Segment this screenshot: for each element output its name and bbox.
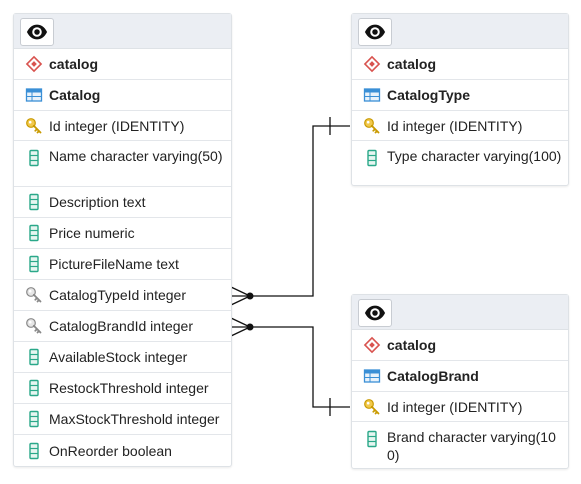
column-icon [25,410,43,428]
column-label: Type character varying(100) [387,148,562,164]
relation-catalogtype-crowfoot-b [230,295,251,306]
column-icon [25,379,43,397]
column-row[interactable]: Id integer (IDENTITY) [352,111,568,141]
table-header [352,14,568,49]
table-header [352,295,568,330]
relation-catalogtype-line [250,125,350,297]
table-name: Catalog [49,87,101,103]
relation-catalogbrand-line [250,326,350,408]
column-label: CatalogTypeId integer [49,287,186,303]
eye-icon [364,21,386,43]
column-row[interactable]: CatalogBrandId integer [14,311,231,342]
column-label: Id integer (IDENTITY) [49,117,185,134]
table-catalogtype[interactable]: catalog CatalogType Id integer (IDENTITY… [351,13,569,186]
column-row[interactable]: Id integer (IDENTITY) [14,111,231,141]
column-row[interactable]: Name character varying(50) [14,141,231,187]
table-name: CatalogType [387,87,470,103]
eye-toggle-button[interactable] [358,299,392,327]
table-name-row: Catalog [14,80,231,111]
schema-icon [363,336,381,354]
relation-catalogtype-crowfoot-a [230,286,251,297]
table-icon [25,86,43,104]
eye-toggle-button[interactable] [358,18,392,46]
column-row[interactable]: Brand character varying(10 0) [352,422,568,468]
table-name: CatalogBrand [387,368,479,384]
schema-name: catalog [49,56,99,72]
relation-catalogtype-dot [246,292,254,300]
column-icon [25,255,43,273]
primary-key-icon [363,398,381,416]
column-row[interactable]: MaxStockThreshold integer [14,404,231,435]
eye-toggle-button[interactable] [20,18,54,46]
column-label: AvailableStock integer [49,349,188,365]
column-label: OnReorder boolean [49,442,172,459]
primary-key-icon [25,117,43,135]
schema-icon [363,55,381,73]
relation-catalogbrand-crowfoot-a [230,317,251,328]
column-row[interactable]: Price numeric [14,218,231,249]
relation-catalogbrand-crowfoot-b [230,326,251,337]
column-label: PictureFileName text [49,256,179,272]
eye-icon [26,21,48,43]
table-icon [363,367,381,385]
column-row[interactable]: OnReorder boolean [14,435,231,466]
column-row[interactable]: AvailableStock integer [14,342,231,373]
column-row[interactable]: Type character varying(100) [352,141,568,185]
schema-row: catalog [352,330,568,361]
column-icon [25,224,43,242]
column-icon [25,348,43,366]
schema-row: catalog [352,49,568,80]
schema-row: catalog [14,49,231,80]
column-icon [25,193,43,211]
column-row[interactable]: PictureFileName text [14,249,231,280]
table-name-row: CatalogBrand [352,361,568,392]
column-label: Id integer (IDENTITY) [387,117,523,134]
foreign-key-icon [25,286,43,304]
table-catalog[interactable]: catalog Catalog Id integer (IDENTITY) Na… [13,13,232,467]
relation-catalogbrand-dot [246,323,254,331]
column-label: Price numeric [49,225,135,241]
column-label: Id integer (IDENTITY) [387,398,523,415]
schema-icon [25,55,43,73]
foreign-key-icon [25,317,43,335]
table-catalogbrand[interactable]: catalog CatalogBrand Id integer (IDENTIT… [351,294,569,469]
column-icon [363,149,381,167]
column-row[interactable]: RestockThreshold integer [14,373,231,404]
column-label: MaxStockThreshold integer [49,411,220,427]
column-label: Name character varying(50) [49,148,223,164]
column-label: CatalogBrandId integer [49,318,193,334]
table-icon [363,86,381,104]
column-label: Brand character varying(10 [387,429,556,445]
column-icon [363,430,381,448]
table-header [14,14,231,49]
column-label-wrap: 0) [387,447,400,463]
column-label: Description text [49,194,146,210]
column-row[interactable]: Id integer (IDENTITY) [352,392,568,422]
column-icon [25,149,43,167]
column-icon [25,442,43,460]
primary-key-icon [363,117,381,135]
schema-name: catalog [387,337,437,353]
column-label: RestockThreshold integer [49,380,209,396]
table-name-row: CatalogType [352,80,568,111]
eye-icon [364,302,386,324]
column-row[interactable]: Description text [14,187,231,218]
schema-name: catalog [387,56,437,72]
column-row[interactable]: CatalogTypeId integer [14,280,231,311]
